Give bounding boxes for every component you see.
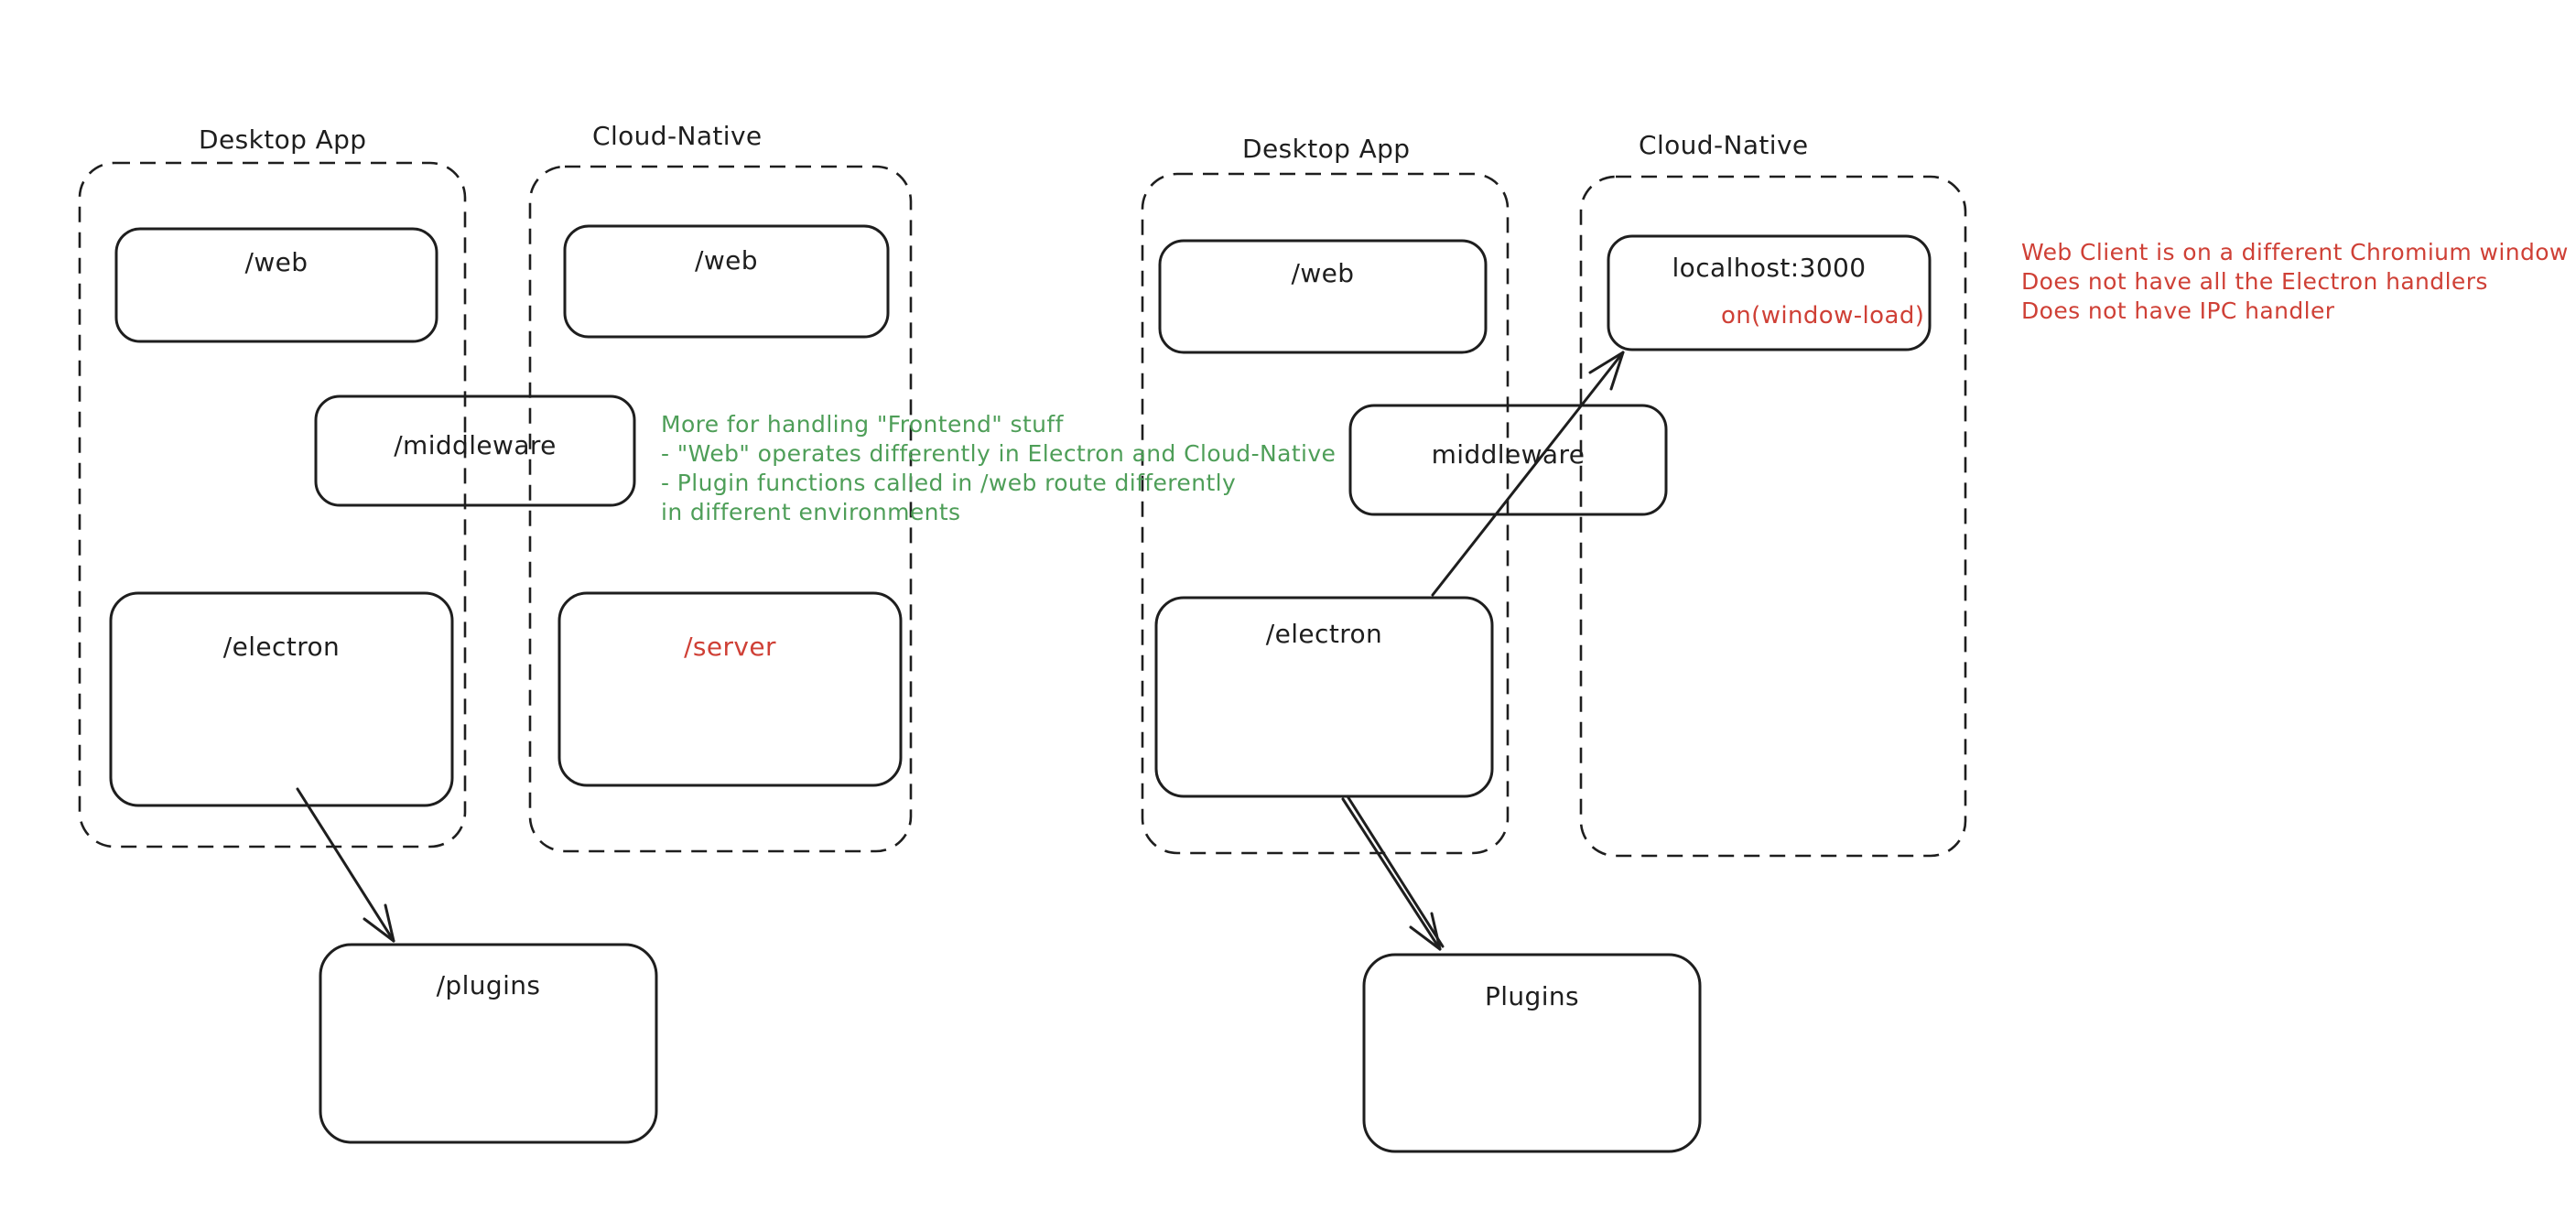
arrow-electron-left-to-plugins: [296, 787, 395, 943]
node-label-localhost: localhost:3000: [1672, 253, 1867, 283]
arrow-electron-right-to-localhost: [1431, 351, 1625, 597]
annotation-green-line-4: in different environments: [661, 499, 961, 525]
node-sublabel-on-window-load: on(window-load): [1721, 302, 1925, 330]
annotation-green-line-3: - Plugin functions called in /web route …: [661, 470, 1237, 496]
annotation-green: More for handling "Frontend" stuff - "We…: [661, 410, 1336, 527]
annotation-green-line-2: - "Web" operates differently in Electron…: [661, 440, 1337, 467]
node-box-middleware-right: [1348, 404, 1668, 516]
node-label-server: /server: [684, 632, 776, 662]
node-label-middleware-right: middleware: [1431, 439, 1586, 470]
group-title-cloud-right: Cloud-Native: [1639, 130, 1809, 160]
annotation-red-line-1: Web Client is on a different Chromium wi…: [2021, 239, 2569, 265]
annotation-red-line-3: Does not have IPC handler: [2021, 297, 2335, 324]
node-box-server: [557, 591, 903, 787]
container-cloud-right: [1579, 175, 1967, 858]
node-label-electron-left: /electron: [222, 632, 341, 662]
node-box-electron-left: [109, 591, 454, 807]
container-cloud-left: [528, 165, 913, 853]
node-box-web-left-desktop: [114, 227, 438, 343]
node-label-web-left-cloud: /web: [695, 245, 758, 276]
node-label-plugins-right: Plugins: [1484, 981, 1580, 1011]
node-box-localhost: [1607, 234, 1932, 351]
node-label-middleware-left: /middleware: [394, 430, 557, 460]
node-label-electron-right: /electron: [1265, 619, 1383, 649]
node-box-electron-right: [1154, 596, 1494, 798]
node-box-middleware-left: [314, 394, 636, 507]
annotation-red: Web Client is on a different Chromium wi…: [2021, 238, 2569, 326]
annotation-green-line-1: More for handling "Frontend" stuff: [661, 411, 1064, 438]
group-title-desktop-right: Desktop App: [1242, 134, 1411, 164]
node-label-web-right: /web: [1291, 258, 1355, 288]
node-box-plugins-right: [1362, 953, 1702, 1153]
arrow-electron-right-to-plugins: [1341, 794, 1445, 951]
group-title-desktop-left: Desktop App: [199, 124, 367, 155]
annotation-red-line-2: Does not have all the Electron handlers: [2021, 268, 2488, 295]
node-label-plugins-left: /plugins: [436, 970, 541, 1000]
node-box-plugins-left: [319, 943, 658, 1144]
group-title-cloud-left: Cloud-Native: [592, 121, 763, 151]
node-label-web-left-desktop: /web: [244, 247, 308, 277]
node-box-web-right: [1158, 239, 1488, 354]
node-box-web-left-cloud: [563, 224, 890, 339]
